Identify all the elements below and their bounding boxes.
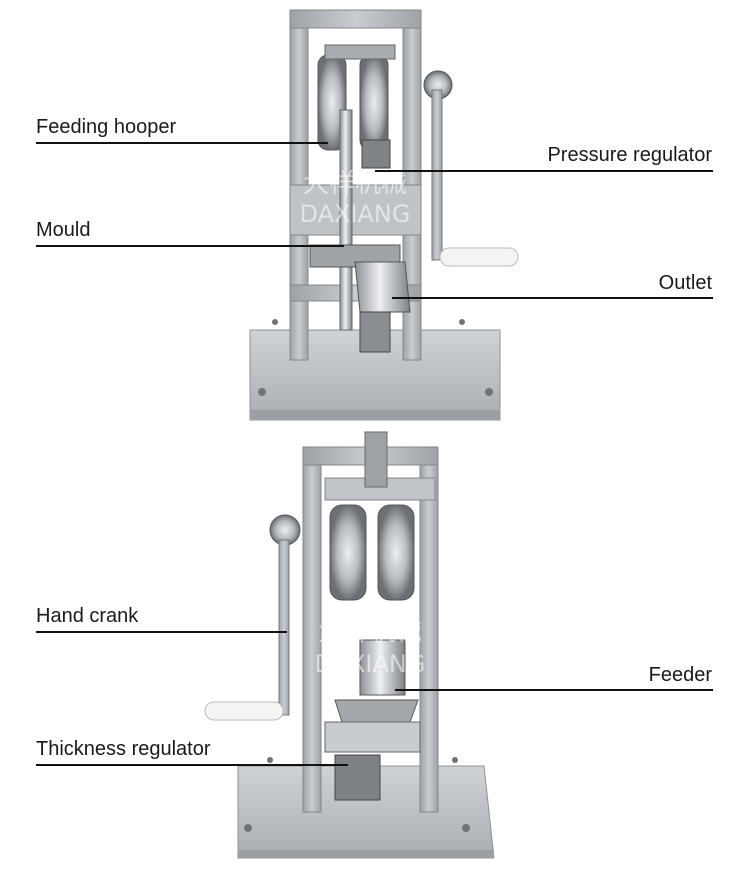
bolt-icon [462, 824, 470, 832]
leader-mould [36, 245, 344, 247]
leader-feeding-hooper [36, 142, 328, 144]
label-mould: Mould [36, 219, 91, 241]
label-hand-crank: Hand crank [36, 605, 139, 627]
watermark-chinese: 大祥机械 [318, 617, 422, 647]
watermark-latin: DAXIANG [300, 200, 411, 228]
machine-top: 大祥机械 DAXIANG [249, 9, 519, 421]
leader-thickness-regulator [36, 764, 348, 766]
watermark-latin: DAXIANG [315, 650, 426, 678]
bolt-icon [244, 824, 252, 832]
label-feeding-hooper: Feeding hooper [36, 116, 177, 138]
label-outlet: Outlet [658, 272, 712, 294]
leader-feeder [395, 689, 713, 691]
leader-hand-crank [36, 631, 287, 633]
bolt-icon [258, 388, 266, 396]
label-pressure-regulator: Pressure regulator [547, 144, 712, 166]
label-thickness-regulator: Thickness regulator [36, 738, 211, 760]
bolt-icon [485, 388, 493, 396]
label-feeder: Feeder [648, 664, 712, 686]
machine-bottom: 大祥机械 DAXIANG [204, 431, 495, 859]
leader-outlet [392, 297, 713, 299]
watermark-chinese: 大祥机械 [303, 169, 407, 199]
leader-pressure-regulator [375, 170, 713, 172]
